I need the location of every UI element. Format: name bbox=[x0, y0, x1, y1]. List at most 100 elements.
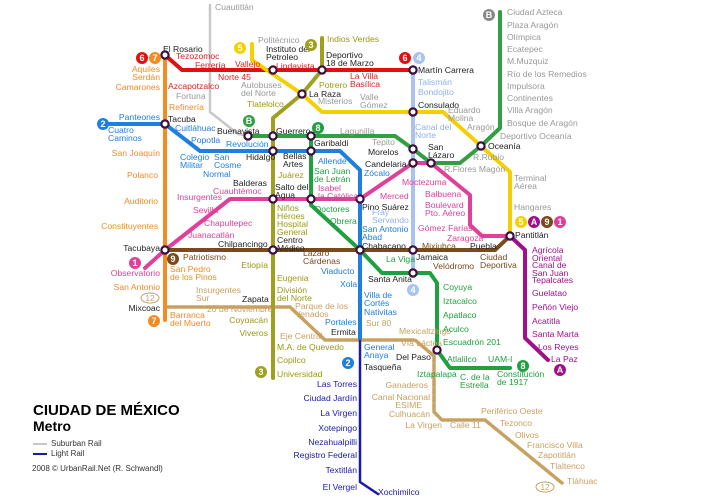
station-label[interactable]: Insurgentes bbox=[177, 192, 222, 202]
station-label[interactable]: Hangares bbox=[514, 202, 551, 212]
station-label[interactable]: Pino Suárez bbox=[362, 202, 409, 212]
station-label[interactable]: Canal Nacional bbox=[372, 392, 430, 402]
station-label[interactable]: Registro Federal bbox=[293, 450, 357, 460]
station-label[interactable]: Hidalgo bbox=[246, 152, 275, 162]
station-label[interactable]: Universidad bbox=[277, 369, 323, 379]
station-label[interactable]: Lindavista bbox=[276, 61, 315, 71]
interchange-station[interactable] bbox=[268, 65, 278, 75]
station-label[interactable]: Martín Carrera bbox=[418, 65, 474, 75]
station-label[interactable]: Bosque de Aragón bbox=[507, 118, 578, 128]
station-label[interactable]: Cuauhtémoc bbox=[213, 186, 262, 196]
station-label[interactable]: Apatlaco bbox=[443, 310, 477, 320]
station-label[interactable]: Guerrero bbox=[276, 126, 311, 136]
station-label[interactable]: Gómez Farías bbox=[418, 223, 472, 233]
station-label[interactable]: Tepito bbox=[372, 137, 395, 147]
station-label[interactable]: Tlaltenco bbox=[550, 461, 585, 471]
interchange-station[interactable] bbox=[306, 194, 316, 204]
station-label[interactable]: Constituyentes bbox=[101, 221, 158, 231]
station-label[interactable]: Auditorio bbox=[124, 196, 158, 206]
station-label[interactable]: Periférico Oeste bbox=[481, 406, 543, 416]
station-label[interactable]: Chapultepec bbox=[204, 218, 253, 228]
station-label[interactable]: Normal bbox=[203, 169, 231, 179]
station-label[interactable]: Potrero bbox=[319, 80, 347, 90]
station-label[interactable]: Las Torres bbox=[317, 379, 357, 389]
station-label[interactable]: El Vergel bbox=[323, 482, 357, 492]
station-label[interactable]: Bondojito bbox=[418, 87, 454, 97]
station-label[interactable]: R.Flores Magón bbox=[444, 164, 505, 174]
station-label[interactable]: Fortuna bbox=[176, 91, 206, 101]
station-label[interactable]: Balderas bbox=[233, 178, 267, 188]
station-label[interactable]: Deportivo Oceanía bbox=[500, 131, 572, 141]
station-label[interactable]: M.A. de Quevedo bbox=[277, 342, 344, 352]
station-label[interactable]: Sur 80 bbox=[366, 318, 392, 328]
station-label[interactable]: Acatitla bbox=[532, 316, 560, 326]
station-label[interactable]: M.Muzquiz bbox=[507, 56, 549, 66]
interchange-station[interactable] bbox=[408, 65, 418, 75]
interchange-station[interactable] bbox=[408, 268, 418, 278]
station-label[interactable]: Vallejo bbox=[235, 59, 260, 69]
interchange-station[interactable] bbox=[476, 141, 486, 151]
interchange-station[interactable] bbox=[317, 65, 327, 75]
station-label[interactable]: Allende bbox=[318, 156, 347, 166]
interchange-station[interactable] bbox=[268, 146, 278, 156]
station-label[interactable]: Refinería bbox=[169, 102, 204, 112]
station-label[interactable]: Puebla bbox=[470, 241, 497, 251]
station-label[interactable]: Buenavista bbox=[217, 126, 260, 136]
station-label[interactable]: Politécnico bbox=[258, 35, 300, 45]
interchange-station[interactable] bbox=[268, 194, 278, 204]
station-label[interactable]: La Virgen bbox=[320, 408, 357, 418]
station-label[interactable]: Ganaderos bbox=[385, 380, 428, 390]
station-label[interactable]: Ecatepec bbox=[507, 44, 544, 54]
station-label[interactable]: Indios Verdes bbox=[327, 34, 379, 44]
station-label[interactable]: Patriotismo bbox=[183, 252, 226, 262]
station-label[interactable]: Xotepingo bbox=[318, 423, 357, 433]
station-label[interactable]: Xola bbox=[340, 279, 357, 289]
station-label[interactable]: Juanacatlán bbox=[188, 230, 235, 240]
station-label[interactable]: Zapotitlán bbox=[538, 450, 576, 460]
station-label[interactable]: Guelatao bbox=[532, 288, 567, 298]
station-label[interactable]: El Rosario bbox=[163, 44, 203, 54]
station-label[interactable]: Viveros bbox=[239, 328, 268, 338]
station-label[interactable]: La Virgen bbox=[405, 420, 442, 430]
station-label[interactable]: Vía Láctea bbox=[401, 338, 442, 348]
station-label[interactable]: Peñón Viejo bbox=[532, 302, 578, 312]
station-label[interactable]: Textitlán bbox=[325, 465, 357, 475]
station-label[interactable]: Balbuena bbox=[425, 189, 462, 199]
station-label[interactable]: Mixcoac bbox=[128, 303, 160, 313]
station-label[interactable]: Nativitas bbox=[364, 307, 397, 317]
station-label[interactable]: Camarones bbox=[116, 82, 160, 92]
station-label[interactable]: Tezonco bbox=[500, 418, 532, 428]
station-label[interactable]: Ermita bbox=[331, 327, 356, 337]
station-label[interactable]: Villa Aragón bbox=[507, 105, 553, 115]
station-label[interactable]: Olivos bbox=[515, 430, 539, 440]
station-label[interactable]: Garibaldi bbox=[314, 138, 348, 148]
station-label[interactable]: Iztacalco bbox=[443, 296, 477, 306]
station-label[interactable]: Lagunilla bbox=[340, 126, 375, 136]
station-label[interactable]: Río de los Remedios bbox=[507, 69, 587, 79]
interchange-station[interactable] bbox=[408, 158, 418, 168]
station-label[interactable]: San Joaquín bbox=[112, 148, 160, 158]
station-label[interactable]: Francisco Villa bbox=[527, 440, 583, 450]
station-label[interactable]: UAM-I bbox=[488, 354, 512, 364]
station-label[interactable]: Los Reyes bbox=[538, 342, 579, 352]
station-label[interactable]: Tepalcates bbox=[532, 275, 573, 285]
station-label[interactable]: Popotla bbox=[191, 135, 220, 145]
station-label[interactable]: Eje Central bbox=[280, 331, 323, 341]
station-label[interactable]: Iztapalapa bbox=[417, 369, 457, 379]
station-label[interactable]: Sevilla bbox=[193, 205, 219, 215]
station-label[interactable]: Azcapotzalco bbox=[168, 81, 219, 91]
interchange-station[interactable] bbox=[160, 119, 170, 129]
